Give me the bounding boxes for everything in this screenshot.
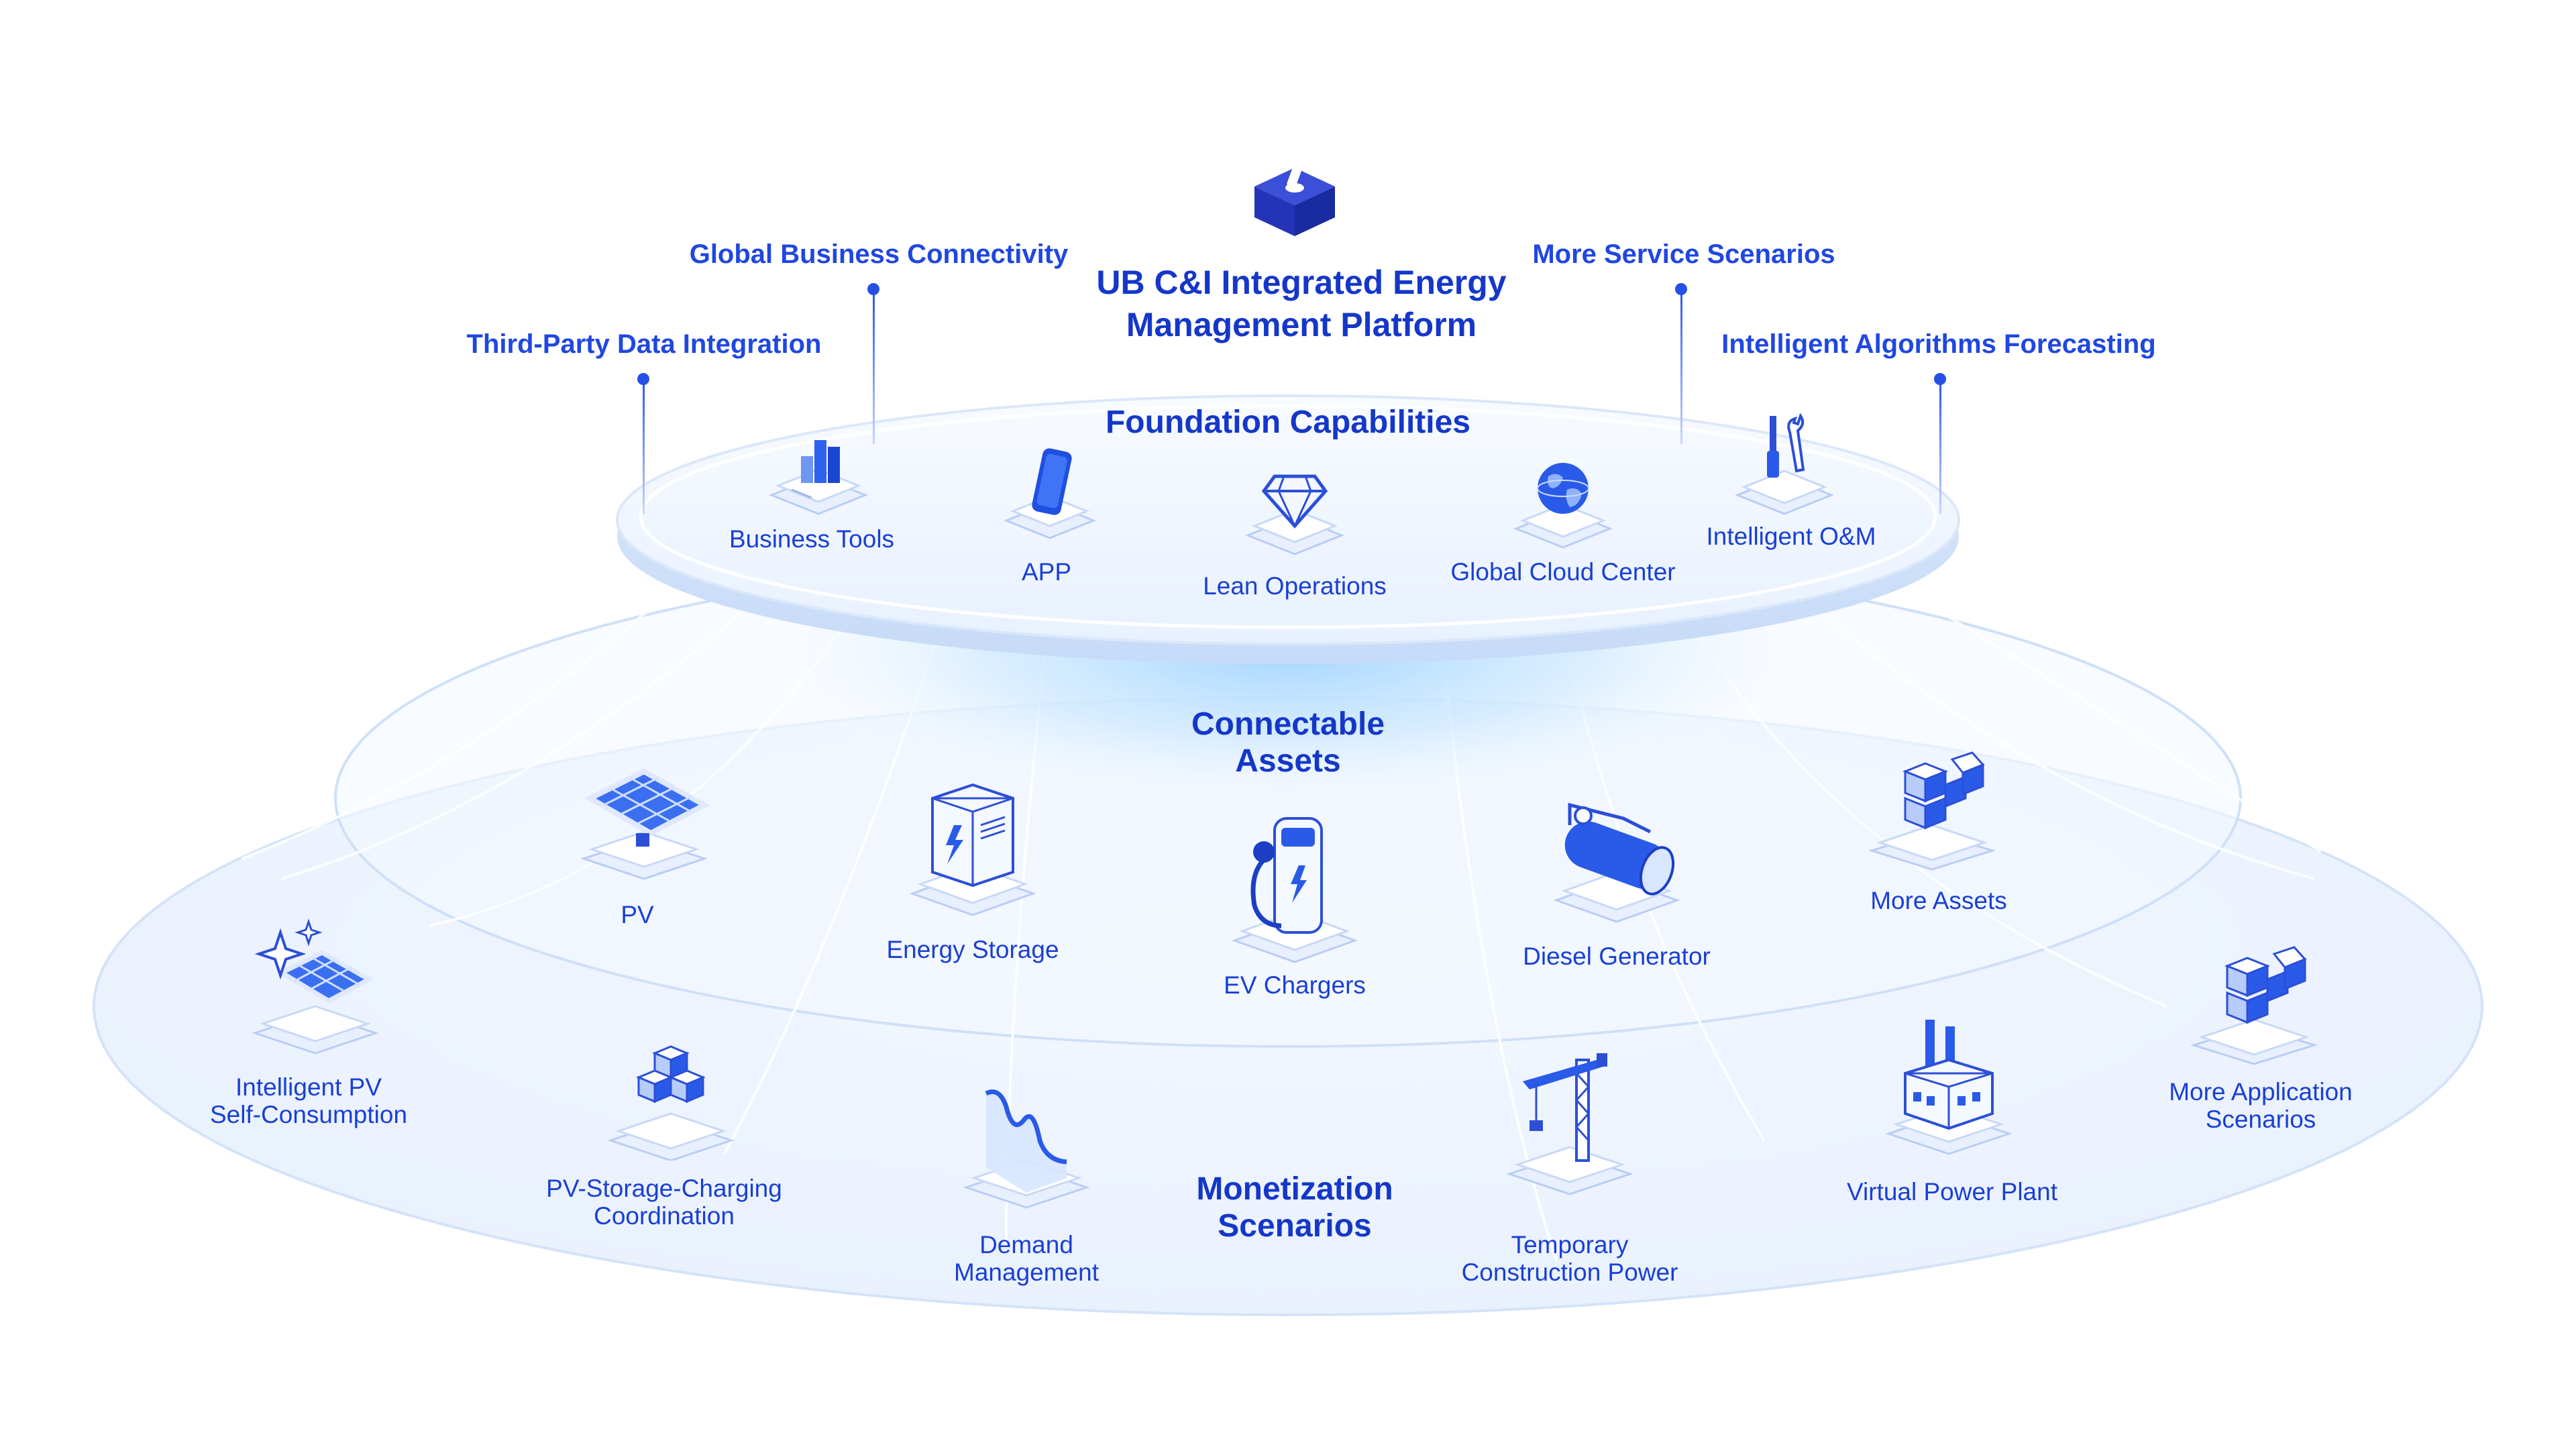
stacked-cubes-icon [607,1045,735,1161]
scenario-label-more-application: More Application Scenarios [2133,1078,2388,1134]
foundation-label-intelligent-om: Intelligent O&M [1706,523,1876,550]
platform-box-icon [1254,159,1335,236]
scenario-more-application-line2: Scenarios [2205,1106,2316,1134]
foundation-label-business-tools: Business Tools [729,525,895,553]
pin-line-third-party [643,380,645,514]
assets-title-line2: Assets [1235,743,1341,780]
scenario-demand-line2: Management [954,1258,1099,1287]
factory-icon [1885,1020,2012,1155]
pin-line-global-business [873,290,875,444]
demand-curve-icon [963,1089,1090,1209]
pin-dot-third-party [637,373,649,385]
monetization-title-line2: Scenarios [1218,1208,1372,1244]
smart-solar-icon [252,919,379,1055]
foundation-label-app: APP [1021,558,1072,586]
scenario-label-demand: Demand Management [919,1231,1134,1287]
monetization-title-line1: Monetization [1196,1171,1393,1207]
scenario-temporary-line2: Construction Power [1461,1258,1678,1287]
scenario-vpp-line1: Virtual Power Plant [1847,1178,2057,1205]
cubes-icon [1868,751,1996,871]
asset-label-ev-chargers: EV Chargers [1224,971,1366,999]
feature-global-business: Global Business Connectivity [689,239,1069,269]
platform-title-line2: Management Platform [1126,305,1477,343]
solar-panel-icon [580,768,710,880]
scenario-label-temporary: Temporary Construction Power [1436,1231,1704,1287]
foundation-title: Foundation Capabilities [1105,405,1470,440]
asset-label-energy-storage: Energy Storage [886,936,1059,963]
scenario-intelligent-pv-line1: Intelligent PV [235,1073,382,1101]
pin-line-more-service [1680,290,1682,444]
feature-intelligent-algorithms: Intelligent Algorithms Forecasting [1721,329,2156,359]
asset-label-pv: PV [621,901,654,928]
scenario-temporary-line1: Temporary [1511,1231,1629,1258]
foundation-label-lean-operations: Lean Operations [1203,572,1387,600]
platform-title: UB C&I Integrated Energy Management Plat… [1033,262,1570,345]
ev-charger-icon [1231,817,1358,963]
feature-more-service: More Service Scenarios [1532,239,1835,269]
scenario-pv-storage-line1: PV-Storage-Charging [546,1175,782,1202]
bar-chart-icon [768,440,869,515]
pin-dot-global-business [867,283,879,295]
scenario-label-pv-storage: PV-Storage-Charging Coordination [523,1175,805,1230]
battery-cabinet-icon [909,783,1036,916]
platform-title-line1: UB C&I Integrated Energy [1096,264,1507,301]
scenario-intelligent-pv-line2: Self-Consumption [209,1101,408,1129]
phone-icon [1003,448,1097,539]
scenario-demand-line1: Demand [979,1231,1073,1258]
foundation-label-global-cloud: Global Cloud Center [1450,558,1676,586]
asset-label-more-assets: More Assets [1870,887,2007,914]
crane-icon [1506,1053,1633,1195]
scenario-pv-storage-line2: Coordination [594,1202,735,1230]
assets-title: Connectable Assets [1107,706,1469,780]
monetization-title: Monetization Scenarios [1100,1171,1489,1244]
assets-title-line1: Connectable [1191,706,1385,742]
asset-label-diesel-generator: Diesel Generator [1523,943,1711,970]
globe-icon [1513,463,1613,549]
diamond-icon [1244,474,1345,555]
generator-icon [1553,802,1680,923]
scenario-more-application-line1: More Application [2169,1078,2353,1106]
tools-icon [1734,413,1835,515]
feature-third-party: Third-Party Data Integration [466,329,822,359]
more-scenarios-cubes-icon [2190,946,2318,1065]
scenario-label-vpp: Virtual Power Plant [1825,1178,2080,1205]
pin-dot-more-service [1675,283,1687,295]
scenario-label-intelligent-pv: Intelligent PV Self-Consumption [174,1073,443,1129]
pin-line-intelligent-algorithms [1939,380,1941,514]
pin-dot-intelligent-algorithms [1934,373,1946,385]
